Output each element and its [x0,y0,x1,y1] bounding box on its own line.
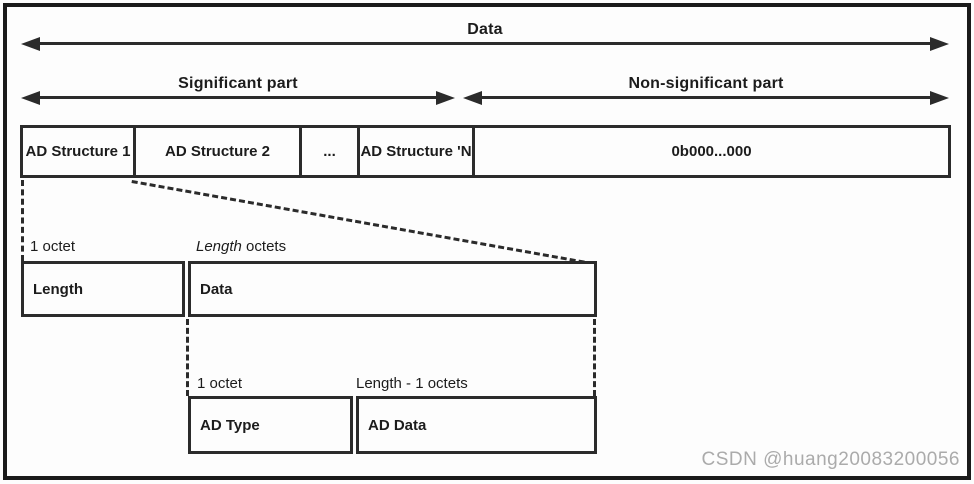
arrow-line [34,42,936,45]
ellipsis-cell: ... [302,128,360,175]
ad-structure-row: AD Structure 1 AD Structure 2 ... AD Str… [20,125,951,178]
arrow-line [34,96,442,99]
ad-structure-n-cell: AD Structure 'N [360,128,475,175]
data-octets-caption: Length octets [196,238,286,255]
length-italic-text: Length [196,238,242,255]
data-span-label: Data [467,21,503,38]
ad-type-box: AD Type [188,396,353,454]
non-significant-part-label: Non-significant part [628,75,784,92]
ad-structure-2-cell: AD Structure 2 [136,128,302,175]
data-expansion-dashed-left [186,319,189,396]
data-span-arrow [21,36,949,51]
data-expansion-dashed-right [593,319,596,396]
non-significant-zeros-cell: 0b000...000 [671,143,752,160]
ad-data-box: AD Data [356,396,597,454]
significant-part-arrow [21,90,455,105]
length-octet-caption: 1 octet [30,238,76,255]
arrowhead-right-icon [930,91,949,105]
arrowhead-right-icon [436,91,455,105]
ad-structure-1-cell: AD Structure 1 [23,128,136,175]
significant-part-label: Significant part [178,75,298,92]
octets-text: octets [241,238,287,255]
figure-frame [3,3,971,480]
length-box: Length [21,261,185,317]
arrowhead-left-icon [463,91,482,105]
arrow-line [476,96,936,99]
arrowhead-left-icon [21,37,40,51]
csdn-watermark: CSDN @huang20083200056 [701,449,960,470]
expansion-dashed-line-left [21,180,24,261]
arrowhead-right-icon [930,37,949,51]
ad-type-octet-caption: 1 octet [197,375,243,392]
ad-data-octets-caption: Length - 1 octets [356,375,468,392]
non-significant-part-arrow [463,90,949,105]
arrowhead-left-icon [21,91,40,105]
data-box: Data [188,261,597,317]
